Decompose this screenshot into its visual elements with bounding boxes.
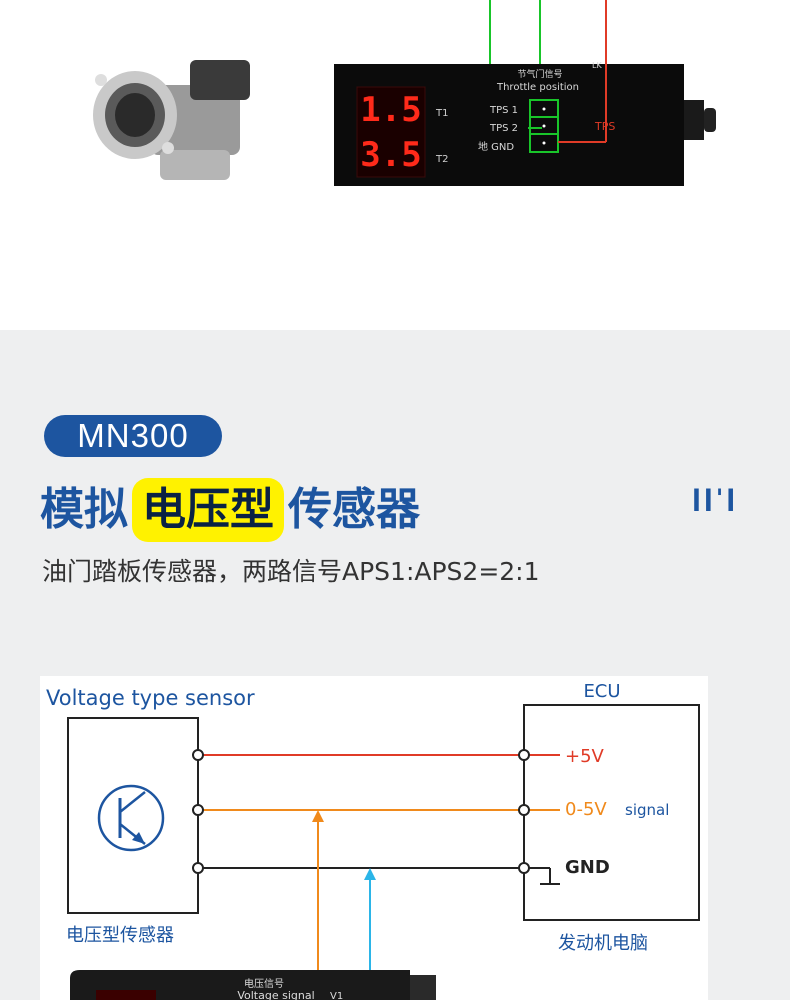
- diagram-panel: [40, 676, 708, 1000]
- display-value-1: 1.5: [360, 90, 421, 130]
- bottom-device-label-en: Voltage signal: [237, 989, 314, 1000]
- display-value-2: 3.5: [360, 135, 421, 175]
- bottom-device-label-cn: 电压信号: [244, 977, 284, 990]
- subtitle: 油门踏板传感器，两路信号APS1:APS2=2:1: [42, 557, 540, 586]
- throttle-label-en: Throttle position: [496, 82, 579, 93]
- headline: 模拟电压型传感器: [40, 478, 420, 542]
- pin-tps2: TPS 2: [489, 123, 518, 134]
- ecu-caption: 发动机电脑: [558, 933, 648, 954]
- bottom-device: [70, 970, 436, 1000]
- pin-gnd: 地 GND: [478, 140, 514, 153]
- wire-signal-sublabel: signal: [625, 801, 669, 819]
- wire-signal-label: 0-5V: [565, 799, 607, 820]
- headline-pre: 模拟: [40, 484, 128, 535]
- display-label-t1: T1: [435, 108, 448, 119]
- ecu-label: ECU: [583, 681, 620, 702]
- headline-post: 传感器: [288, 484, 420, 535]
- decorative-mark: ǀǀ'ǀ: [692, 484, 739, 512]
- wire-5v-label: +5V: [565, 746, 605, 767]
- bottom-device-channel: V1: [330, 991, 343, 1000]
- throttle-body-photo: [90, 60, 250, 190]
- product-badge: MN300: [44, 415, 222, 457]
- pin-tps1: TPS 1: [489, 105, 518, 116]
- transistor-icon: [97, 784, 165, 852]
- right-tps-label: TPS: [594, 120, 615, 133]
- sensor-label: 电压型传感器: [66, 925, 174, 946]
- throttle-label-cn: 节气门信号: [517, 68, 562, 80]
- wire-gnd-label: GND: [565, 857, 610, 878]
- headline-highlight: 电压型: [132, 478, 284, 542]
- tester-device: [334, 64, 716, 186]
- display-label-t2: T2: [435, 154, 448, 165]
- diagram-title: Voltage type sensor: [46, 686, 255, 710]
- edge-label: LK: [592, 61, 602, 70]
